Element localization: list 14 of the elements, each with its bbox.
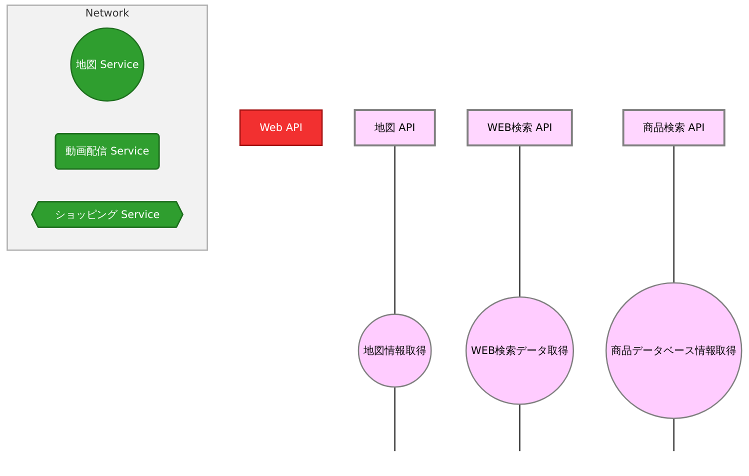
connector bbox=[519, 404, 520, 452]
node-box: Web API bbox=[239, 109, 323, 146]
connector bbox=[673, 418, 675, 452]
node-circle: 地図 Service bbox=[70, 28, 144, 102]
node-box: WEB検索 API bbox=[466, 109, 573, 146]
connector bbox=[519, 145, 520, 297]
node-circle: 地図情報取得 bbox=[358, 314, 432, 388]
node-box: 商品検索 API bbox=[622, 109, 726, 146]
node-box: 地図 API bbox=[354, 109, 436, 146]
node-circle: 商品データベース情報取得 bbox=[606, 282, 742, 420]
connector bbox=[394, 386, 396, 452]
node-circle: WEB検索データ取得 bbox=[466, 296, 574, 405]
connector bbox=[673, 145, 675, 283]
connector bbox=[394, 145, 396, 314]
